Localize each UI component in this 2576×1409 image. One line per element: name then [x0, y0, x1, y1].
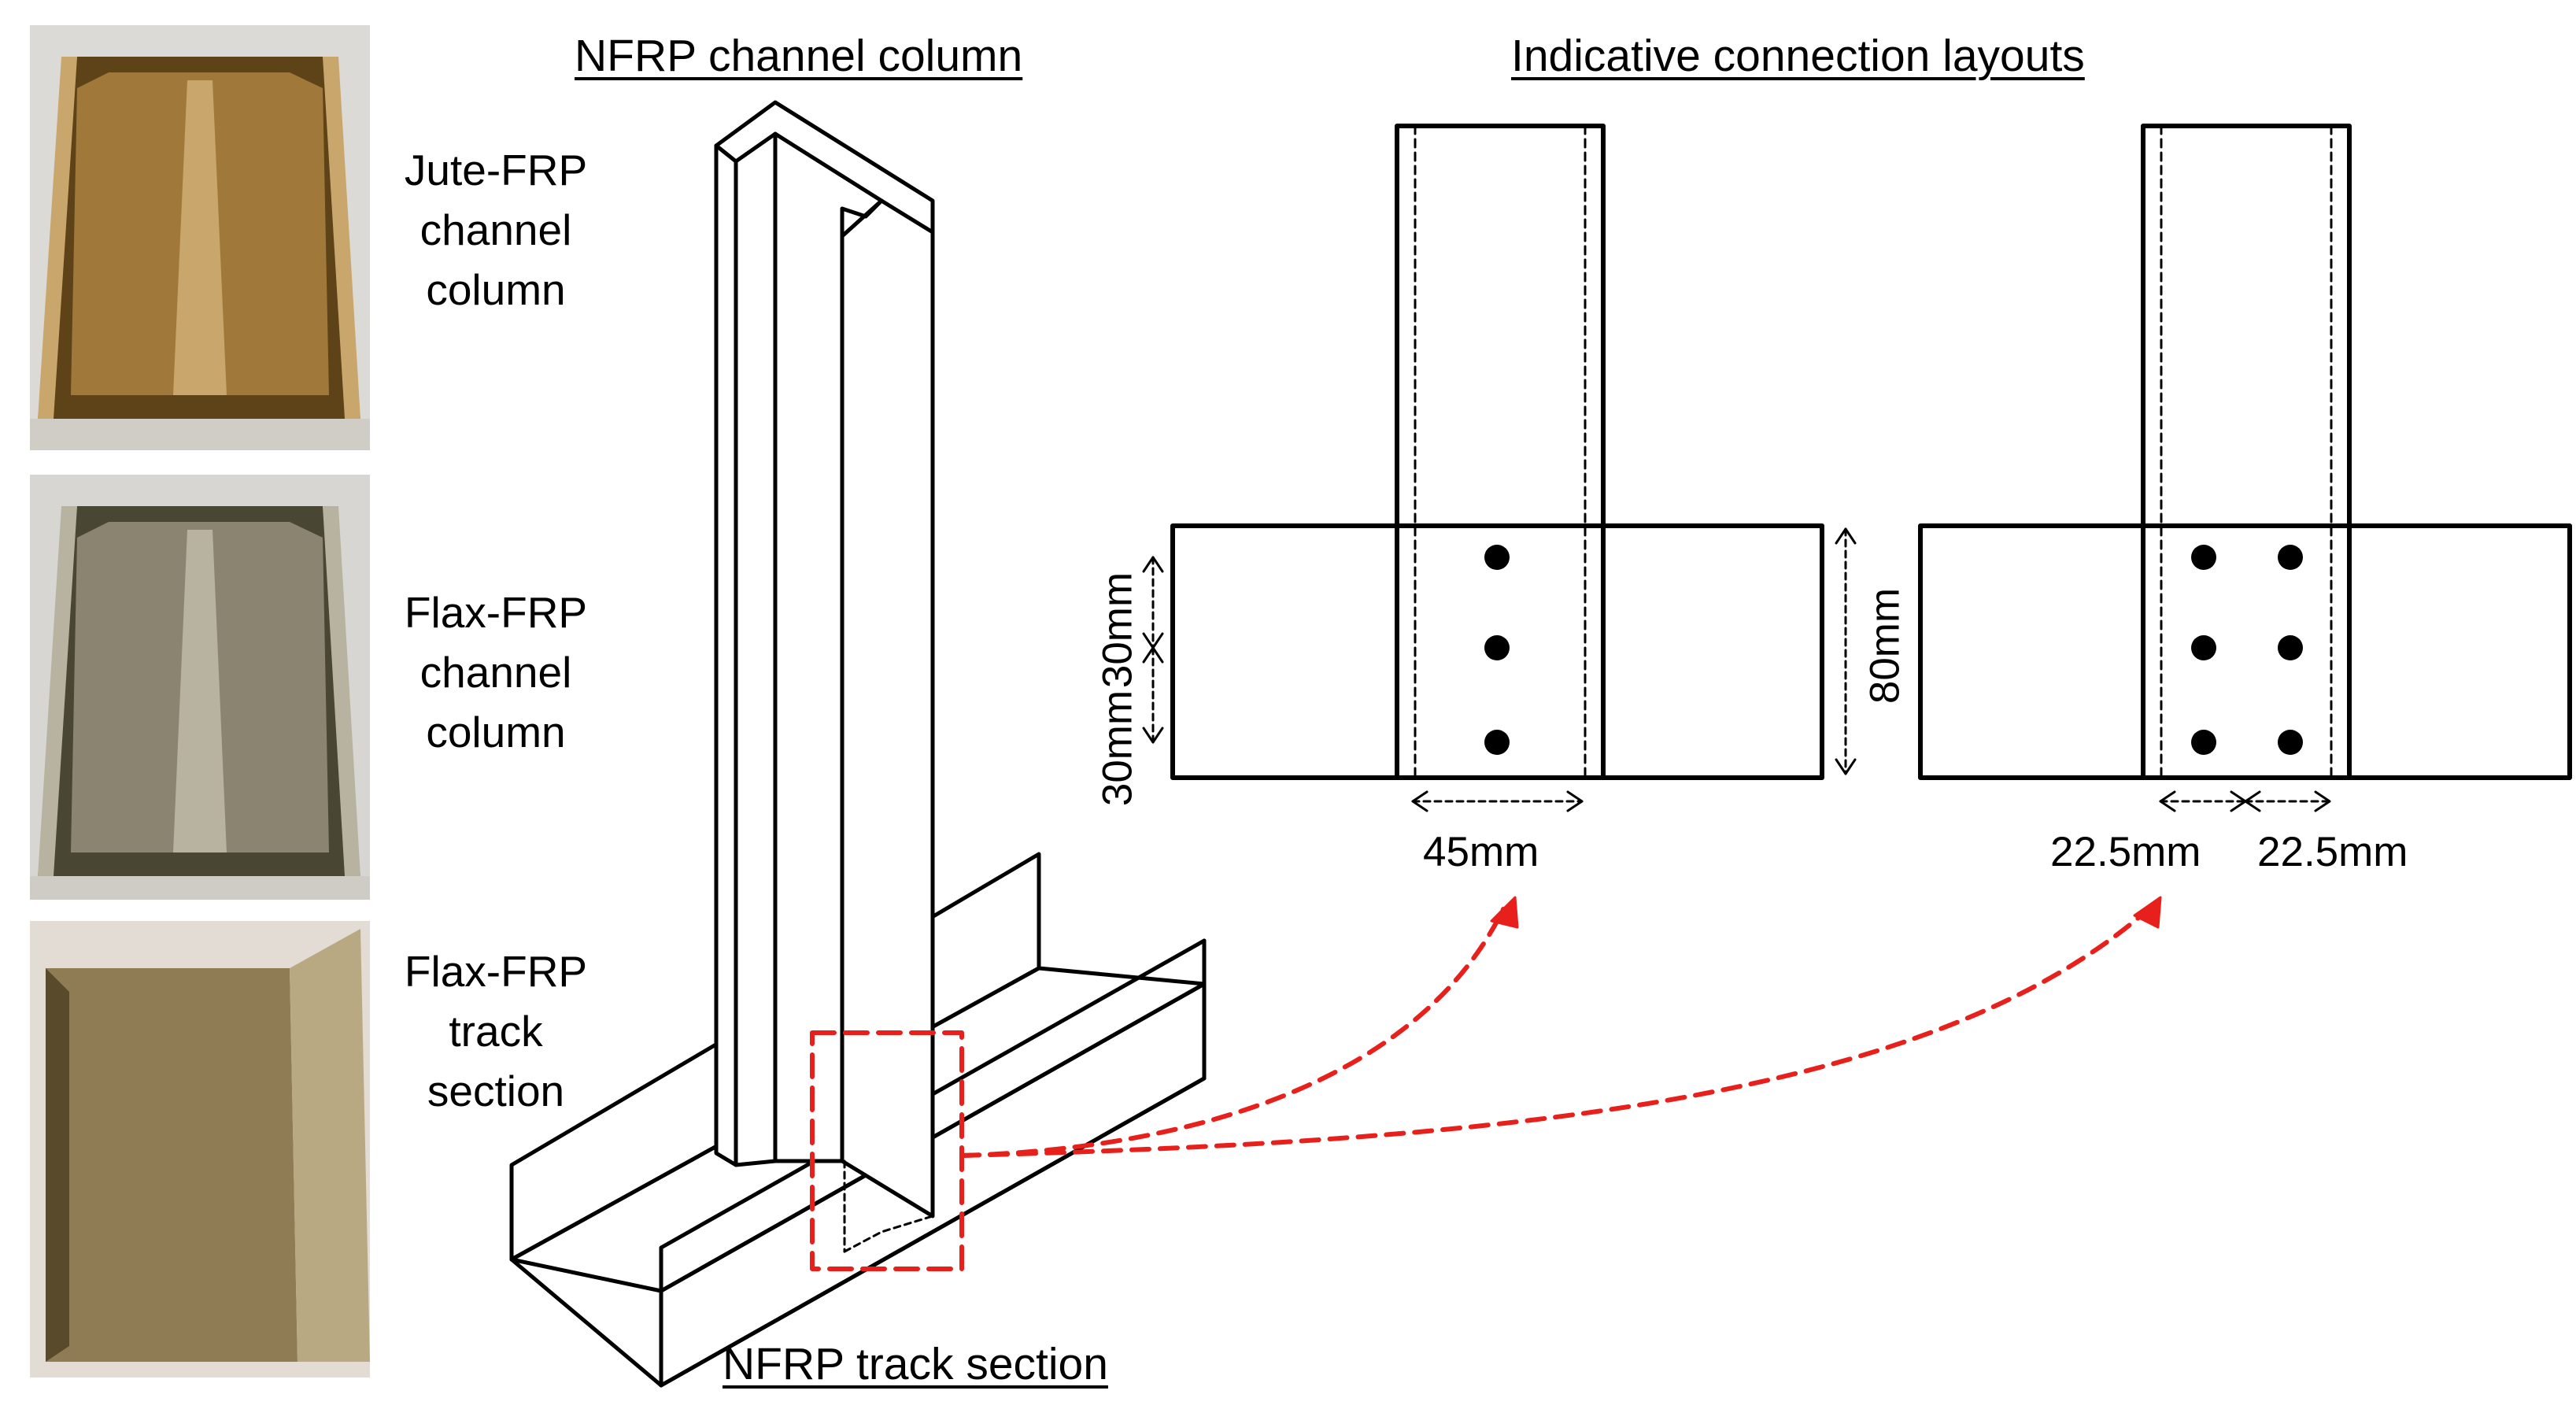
bolt [2191, 730, 2216, 755]
column-right-lip [840, 198, 884, 239]
dim-label-30mm-lower: 30mm [1094, 646, 1142, 851]
arrow-to-double-row-layout [959, 907, 2151, 1158]
dim-arrow [2244, 790, 2261, 812]
layout-single-row [1142, 124, 1857, 812]
label-line: channel [419, 648, 572, 697]
title-channel-column: NFRP channel column [575, 31, 1023, 81]
bolt [1484, 545, 1510, 570]
bolt [2191, 635, 2216, 660]
dim-label-45mm: 45mm [1423, 829, 1539, 875]
column-right-flange [840, 198, 935, 1219]
title-connection-layouts: Indicative connection layouts [1511, 31, 2085, 81]
label-line: column [426, 265, 566, 314]
dim-arrow [1142, 727, 1164, 744]
channel-column-drawing [714, 100, 935, 1253]
dim-text: 80mm [1861, 587, 1909, 704]
label-line: column [426, 708, 566, 756]
label-line: track [449, 1007, 543, 1056]
connection-highlight-box [810, 1030, 964, 1271]
photo-jute-channel-column [30, 25, 370, 450]
bolt [1484, 730, 1510, 755]
dim-arrow [1142, 556, 1164, 573]
jute-channel-image [30, 25, 370, 450]
dim-label-22-5mm-left: 22.5mm [2050, 829, 2201, 875]
label-line: Flax-FRP [404, 588, 588, 637]
dim-arrow [2314, 790, 2331, 812]
dim-arrow [1566, 790, 1584, 812]
dim-arrow [1411, 790, 1428, 812]
column-hidden-base [843, 1215, 934, 1253]
column-left-flange [734, 131, 778, 1167]
flax-channel-image [30, 475, 370, 900]
photo-label-jute-channel: Jute-FRP channel column [378, 140, 614, 320]
dim-label-80mm: 80mm [1861, 552, 1909, 741]
bolt [2278, 545, 2303, 570]
dim-arrow [1835, 527, 1857, 545]
column-top-outline [714, 100, 935, 235]
layout-double-row [1918, 124, 2572, 812]
column-left-lip [714, 143, 738, 1167]
label-line: Flax-FRP [404, 947, 588, 996]
photo-flax-track-section [30, 921, 370, 1378]
photo-flax-channel-column [30, 475, 370, 900]
dim-arrow [1142, 646, 1164, 664]
label-line: channel [419, 205, 572, 254]
track-plan-left [1170, 523, 1824, 780]
bolt [1484, 635, 1510, 660]
column-plan-left [1395, 124, 1606, 780]
dim-arrow [1835, 758, 1857, 775]
arrow-head-right [2133, 896, 2162, 929]
track-plan-right [1918, 523, 2572, 780]
dim-arrow [2159, 790, 2176, 812]
dim-label-22-5mm-right: 22.5mm [2257, 829, 2408, 875]
track-bottom-line [659, 1076, 1207, 1388]
column-plan-right [2141, 124, 2352, 780]
bolt [2191, 545, 2216, 570]
label-line: section [427, 1067, 565, 1115]
dim-text: 30mm [1094, 690, 1141, 807]
label-line: Jute-FRP [404, 146, 588, 194]
title-track-section: NFRP track section [723, 1339, 1108, 1389]
photo-label-flax-track: Flax-FRP track section [378, 941, 614, 1121]
arrow-to-single-row-layout [959, 907, 1506, 1158]
arrow-head-left [1490, 896, 1519, 929]
photo-label-flax-channel: Flax-FRP channel column [378, 582, 614, 762]
bolt [2278, 730, 2303, 755]
bolt [2278, 635, 2303, 660]
flax-track-image [30, 921, 370, 1378]
